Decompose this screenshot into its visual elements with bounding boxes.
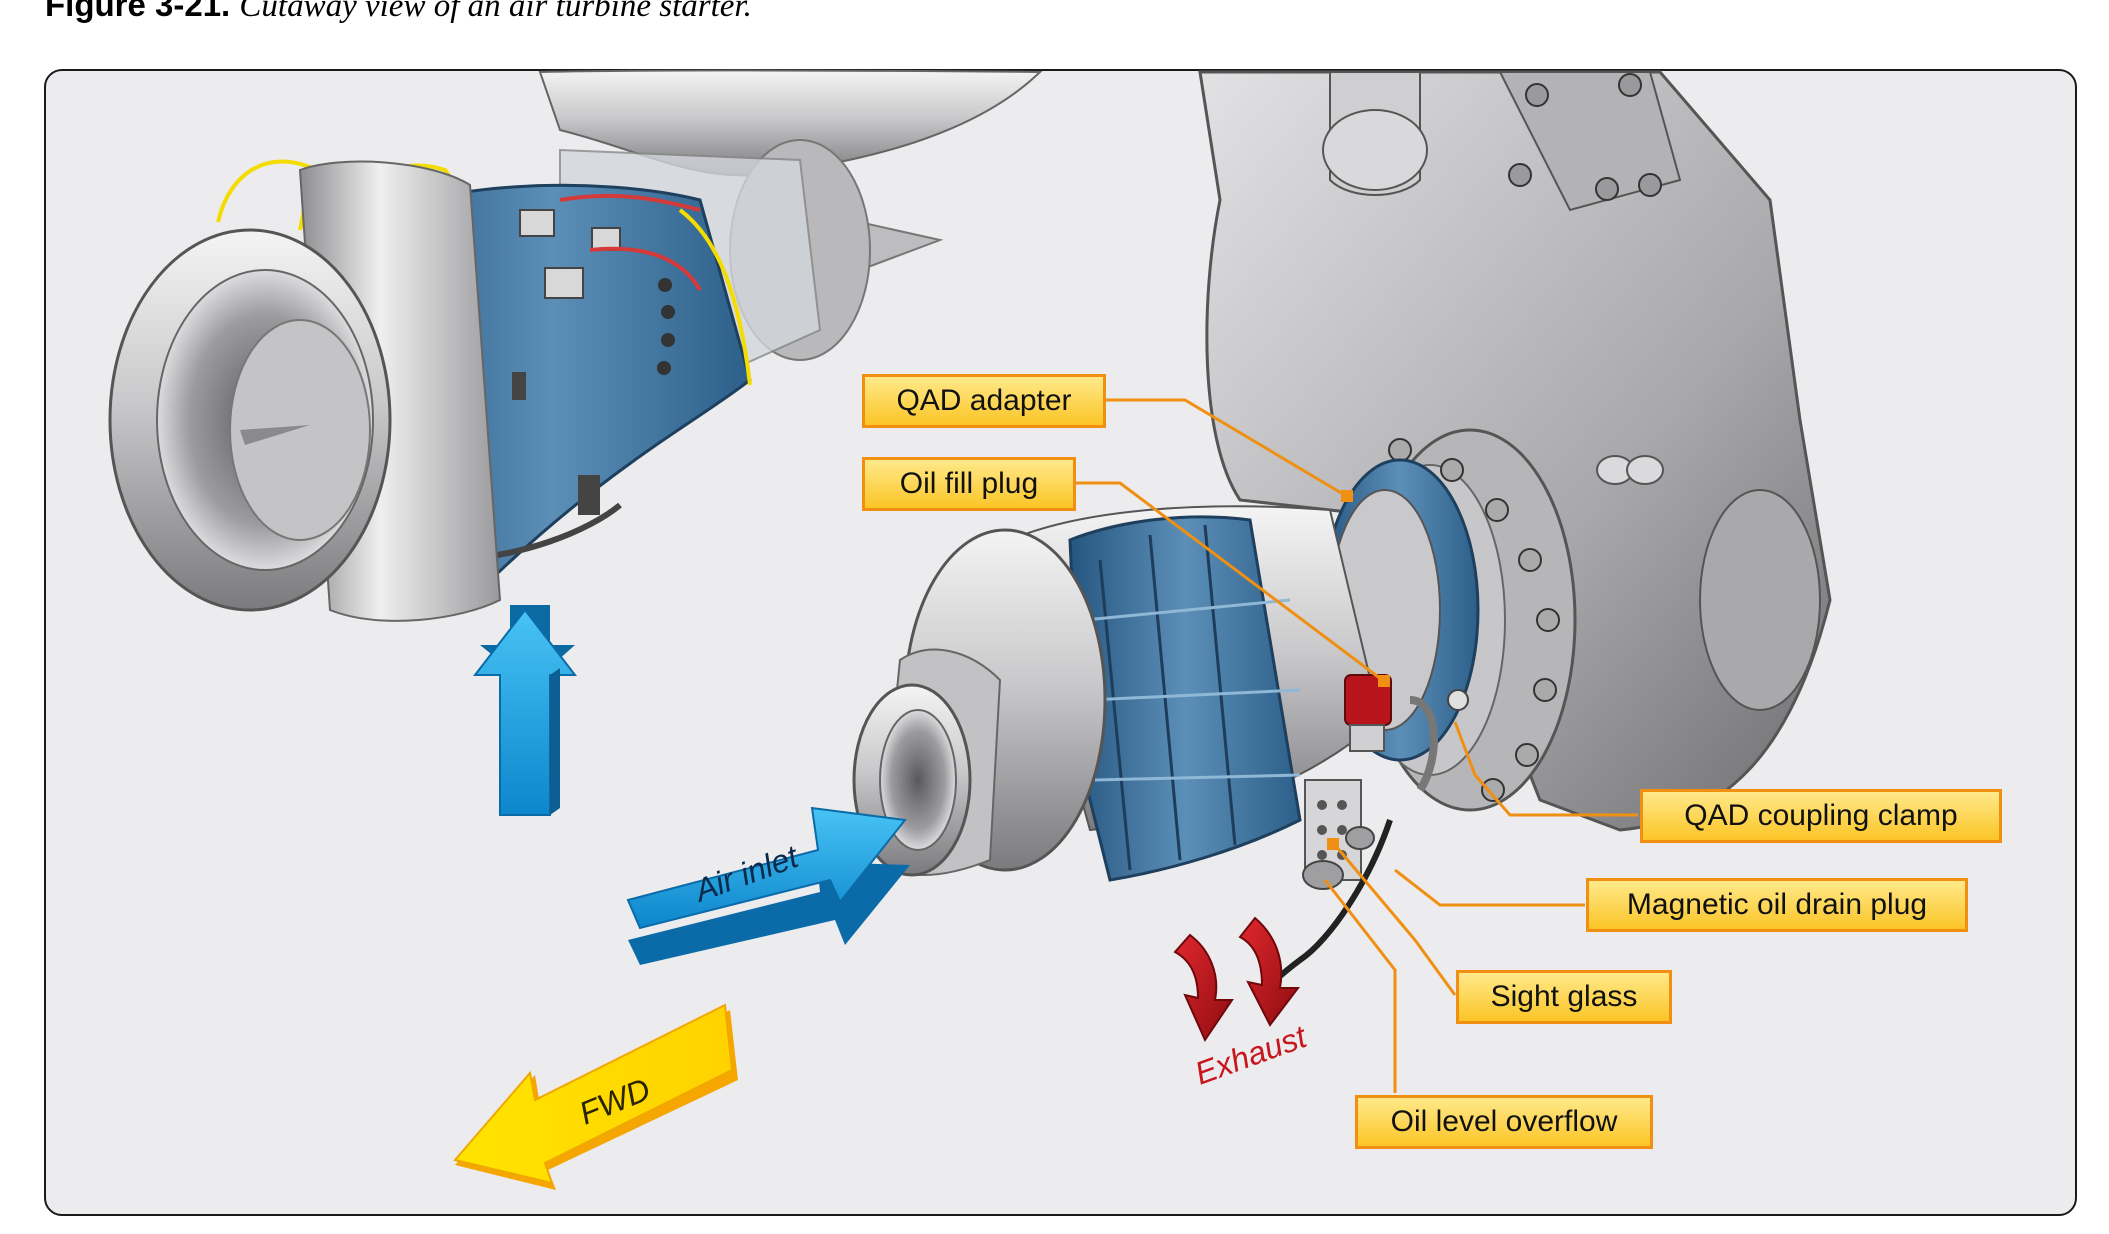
figure-number: Figure 3-21. [45, 0, 231, 23]
label-oil-level-overflow: Oil level overflow [1355, 1095, 1653, 1149]
leader-magnetic-oil-drain-plug [1394, 868, 1585, 907]
air-inlet-arrow: Air inlet [626, 806, 910, 965]
fwd-arrow: FWD [453, 1003, 738, 1190]
exhaust-arrows: Exhaust [1173, 916, 1312, 1092]
air-up-arrow [472, 605, 578, 816]
leader-sight-glass [1333, 844, 1457, 996]
leader-qad-coupling-clamp [1453, 721, 1638, 817]
leader-qad-adapter [1105, 398, 1349, 499]
label-qad-adapter: QAD adapter [862, 374, 1106, 428]
label-sight-glass: Sight glass [1456, 970, 1672, 1024]
label-oil-fill-plug: Oil fill plug [862, 457, 1076, 511]
leader-oil-level-overflow [1323, 879, 1397, 1093]
engine-nacelle [108, 69, 1043, 622]
leader-lines [1075, 398, 1638, 1093]
label-magnetic-oil-drain-plug: Magnetic oil drain plug [1586, 878, 1968, 932]
figure-caption: Figure 3-21. Cutaway view of an air turb… [45, 0, 752, 25]
label-qad-coupling-clamp: QAD coupling clamp [1640, 789, 2002, 843]
figure-caption-text: Cutaway view of an air turbine starter. [239, 0, 752, 24]
leader-oil-fill-plug [1075, 481, 1386, 684]
air-turbine-starter [852, 428, 1577, 998]
